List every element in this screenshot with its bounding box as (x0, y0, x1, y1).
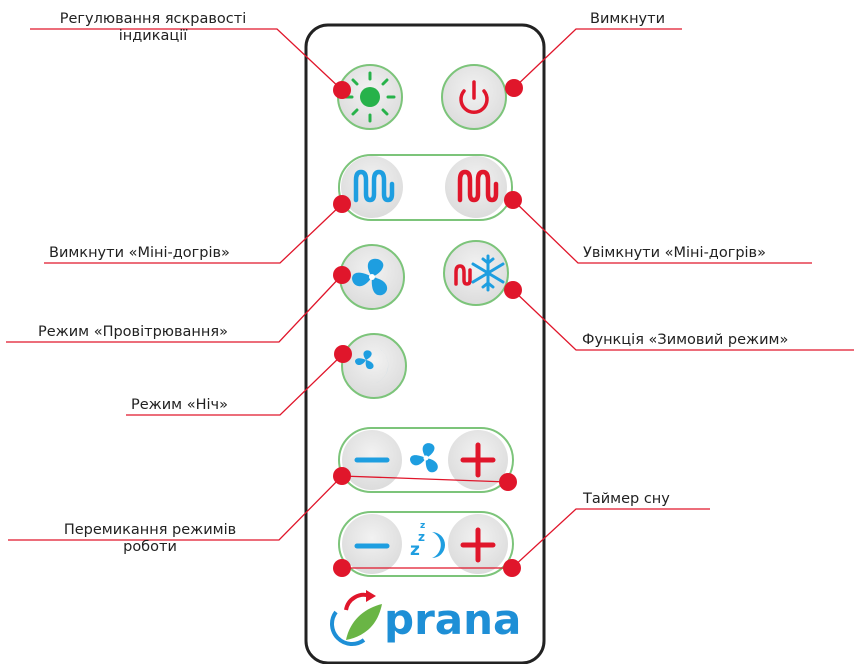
winter-mode-button[interactable] (443, 240, 509, 306)
mini-wave-red-icon (454, 264, 472, 286)
svg-text:z: z (410, 540, 420, 560)
label-power-off: Вимкнути (590, 11, 665, 27)
callout-dots (333, 79, 523, 577)
plus-red-icon (460, 527, 496, 563)
callout-line-sleep-timer (342, 508, 710, 569)
wave-red-icon (457, 169, 499, 203)
callout-line-power (513, 28, 682, 89)
logo-text: prana (384, 595, 521, 644)
label-modes-line1: Перемикання режимів (63, 522, 237, 538)
label-modes: Перемикання режимів роботи (27, 522, 273, 556)
label-mini-heat-off: Вимкнути «Міні-догрів» (49, 245, 230, 261)
wave-blue-icon (353, 169, 395, 203)
callout-line-ventilation (6, 274, 343, 343)
label-night: Режим «Ніч» (131, 397, 228, 413)
callout-line-night (126, 353, 344, 416)
label-sleep-timer: Таймер сну (583, 491, 670, 507)
timer-minus-button[interactable] (342, 514, 402, 574)
callout-dot-modes-minus (333, 467, 351, 485)
night-mode-button[interactable] (341, 333, 407, 399)
mini-fan-icon (355, 350, 374, 370)
callout-dot-timer-minus (333, 559, 351, 577)
label-modes-line2: роботи (123, 539, 177, 555)
fan-icon (352, 258, 388, 296)
callout-dot-winter (504, 281, 522, 299)
sun-icon (344, 71, 396, 123)
label-mini-heat-on: Увімкнути «Міні-догрів» (583, 245, 766, 261)
label-brightness-line2: індикації (118, 28, 188, 44)
callout-line-mini-heat-off (44, 203, 343, 264)
power-icon (459, 80, 489, 115)
callout-line-winter (512, 289, 854, 351)
label-brightness-line1: Регулювання яскравості (59, 11, 247, 27)
callout-dot-ventilation (333, 266, 351, 284)
timer-plus-button[interactable] (448, 514, 508, 574)
logo-arrow-blue-icon (330, 610, 366, 646)
label-winter: Функція «Зимовий режим» (582, 332, 789, 348)
callout-dot-mini-heat-off (333, 195, 351, 213)
power-button[interactable] (441, 64, 507, 130)
sleep-zz-moon-icon: z z z (410, 521, 445, 560)
svg-text:z: z (418, 530, 425, 544)
callout-dot-brightness (333, 81, 351, 99)
svg-text:z: z (420, 521, 425, 531)
snowflake-icon (471, 254, 505, 292)
brightness-button[interactable] (337, 64, 403, 130)
callout-line-mini-heat-on (512, 199, 812, 264)
mode-plus-button[interactable] (448, 430, 508, 490)
logo-leaf-icon (346, 604, 382, 640)
callout-line-brightness (30, 28, 343, 91)
label-ventilation: Режим «Провітрювання» (38, 324, 228, 340)
mini-heat-on-button[interactable] (445, 156, 507, 218)
mode-fan-icon (410, 443, 438, 473)
prana-logo: prana (330, 590, 521, 646)
label-brightness: Регулювання яскравості індикації (34, 11, 272, 45)
callout-dot-night (334, 345, 352, 363)
ventilation-button[interactable] (339, 244, 405, 310)
callout-dot-modes-plus (499, 473, 517, 491)
callout-dot-mini-heat-on (504, 191, 522, 209)
plus-red-icon (460, 442, 496, 478)
callout-dot-power (505, 79, 523, 97)
callout-lines (6, 28, 854, 569)
mode-minus-button[interactable] (342, 430, 402, 490)
mini-heat-off-button[interactable] (341, 156, 403, 218)
callout-dot-timer-plus (503, 559, 521, 577)
callout-line-modes (8, 475, 509, 541)
